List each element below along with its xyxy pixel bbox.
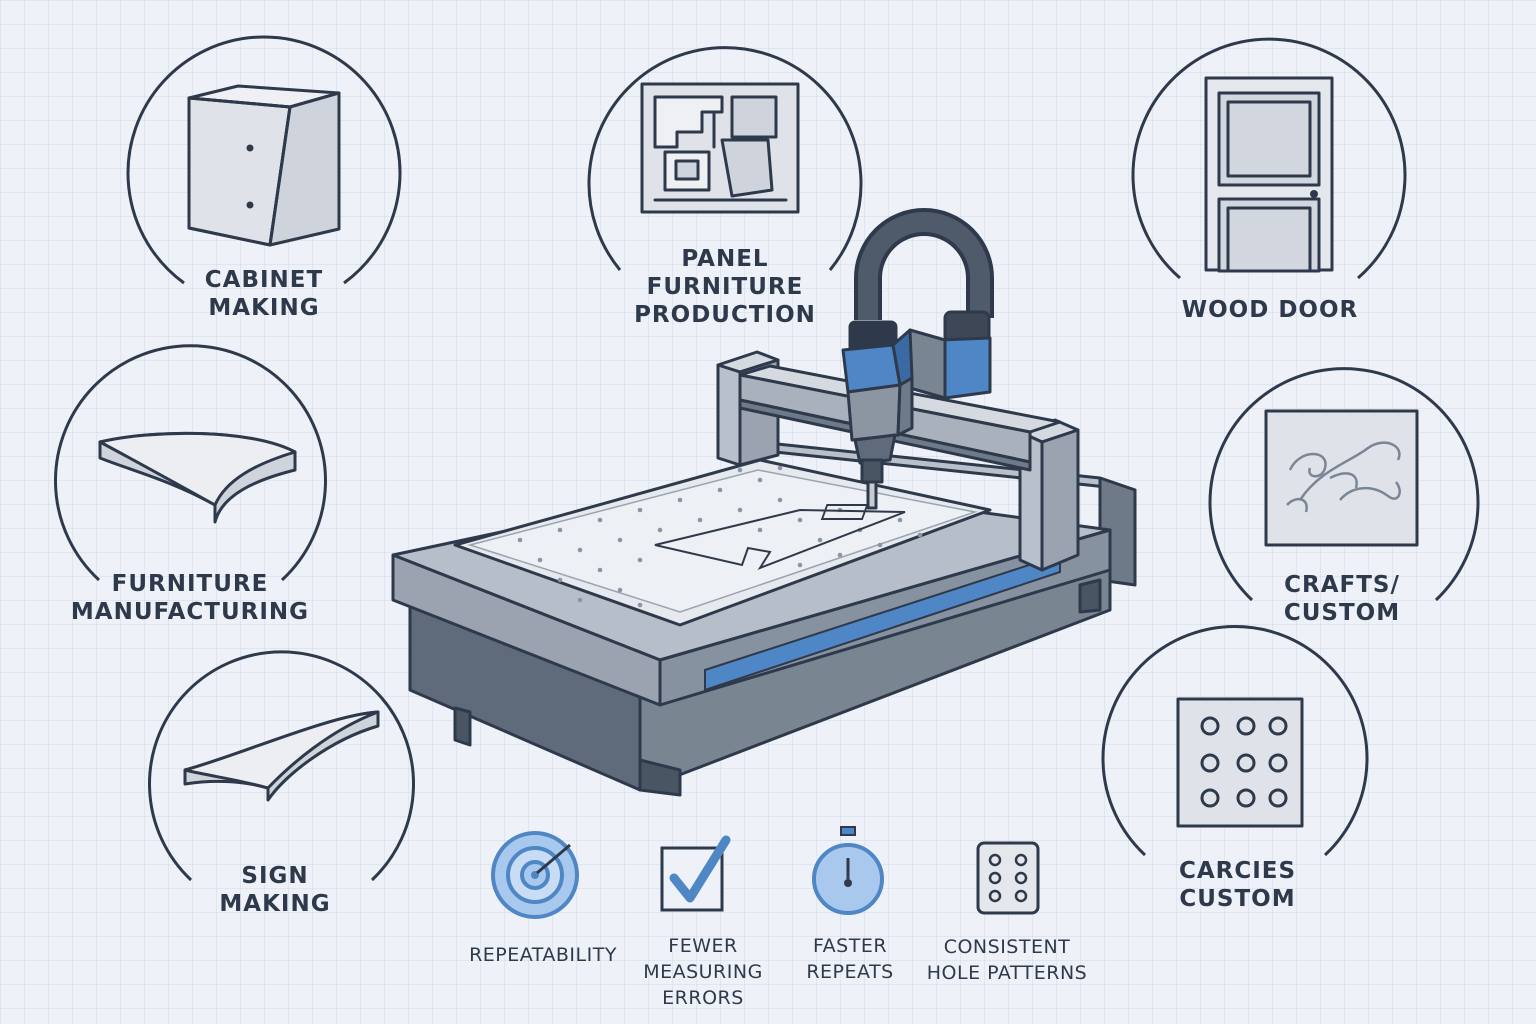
- cabinet-circle: [126, 35, 402, 285]
- crafts-label-line-1: CRAFTS/: [1284, 572, 1400, 598]
- panel-label: PANEL FURNITURE PRODUCTION: [610, 245, 840, 329]
- cabinet-label: CABINET MAKING: [174, 266, 354, 322]
- carcies-label-line-1: CARCIES: [1178, 858, 1297, 884]
- carcies-circle: [1101, 624, 1369, 857]
- cabinet-label-line-1: CABINET: [204, 267, 324, 293]
- panel-layout-icon: [640, 82, 800, 214]
- carved-relief-icon: [1264, 409, 1419, 547]
- door-ring: [1131, 37, 1407, 280]
- holes-label: CONSISTENT HOLE PATTERNS: [912, 934, 1102, 986]
- panel-label-line-1: PANEL: [681, 246, 769, 272]
- panel-label-line-3: PRODUCTION: [634, 302, 816, 328]
- panel-ring: [587, 46, 863, 271]
- hole-grid-icon: [976, 841, 1040, 915]
- cabinet-icon: [187, 84, 341, 247]
- stopwatch-icon: [812, 826, 884, 915]
- door-circle: [1131, 37, 1407, 280]
- cnc-router-icon: [391, 208, 1137, 797]
- faster-label: FASTER REPEATS: [790, 933, 910, 985]
- sign-label: SIGN MAKING: [195, 862, 355, 918]
- target-icon: [491, 831, 579, 919]
- crafts-label-line-2: CUSTOM: [1283, 600, 1401, 626]
- door-label-line-1: WOOD DOOR: [1181, 297, 1359, 323]
- sign-label-line-1: SIGN: [241, 863, 309, 889]
- vacuum-holes: [517, 465, 923, 608]
- sign-ring: [148, 650, 415, 882]
- crafts-circle: [1208, 367, 1480, 602]
- faster-label-line-2: REPEATS: [806, 961, 894, 983]
- furniture-label-line-2: MANUFACTURING: [70, 599, 310, 625]
- carcies-label: CARCIES CUSTOM: [1150, 857, 1325, 913]
- repeatability-label-line-1: REPEATABILITY: [469, 944, 617, 966]
- door-icon: [1204, 76, 1334, 273]
- holes-label-line-1: CONSISTENT: [943, 936, 1071, 958]
- furniture-label-line-1: FURNITURE: [111, 571, 269, 597]
- checkbox-icon: [660, 835, 731, 912]
- furniture-ring: [54, 344, 327, 582]
- curved-panel-icon: [98, 431, 297, 524]
- fewer-errors-label-line-1: FEWER: [668, 935, 738, 957]
- panel-label-line-2: FURNITURE: [646, 274, 804, 300]
- door-label: WOOD DOOR: [1170, 296, 1370, 324]
- furniture-circle: [54, 344, 327, 582]
- fewer-errors-label-line-2: MEASURING: [643, 961, 763, 983]
- sign-circle: [148, 650, 415, 882]
- carcies-label-line-2: CUSTOM: [1179, 886, 1296, 912]
- hole-pattern-icon: [1176, 697, 1304, 828]
- fewer-errors-label-line-3: ERRORS: [662, 987, 744, 1009]
- sign-label-line-2: MAKING: [219, 891, 331, 917]
- cabinet-label-line-2: MAKING: [208, 295, 320, 321]
- fewer-errors-label: FEWER MEASURING ERRORS: [628, 933, 778, 1011]
- faster-label-line-1: FASTER: [812, 935, 888, 957]
- crafts-ring: [1208, 367, 1480, 602]
- cabinet-ring: [126, 35, 402, 285]
- repeatability-label: REPEATABILITY: [450, 942, 636, 968]
- crafts-label: CRAFTS/ CUSTOM: [1262, 571, 1422, 627]
- curved-sign-icon: [183, 710, 380, 802]
- holes-label-line-2: HOLE PATTERNS: [926, 962, 1088, 984]
- panel-circle: [587, 46, 863, 271]
- carcies-ring: [1101, 624, 1369, 857]
- furniture-label: FURNITURE MANUFACTURING: [60, 570, 320, 626]
